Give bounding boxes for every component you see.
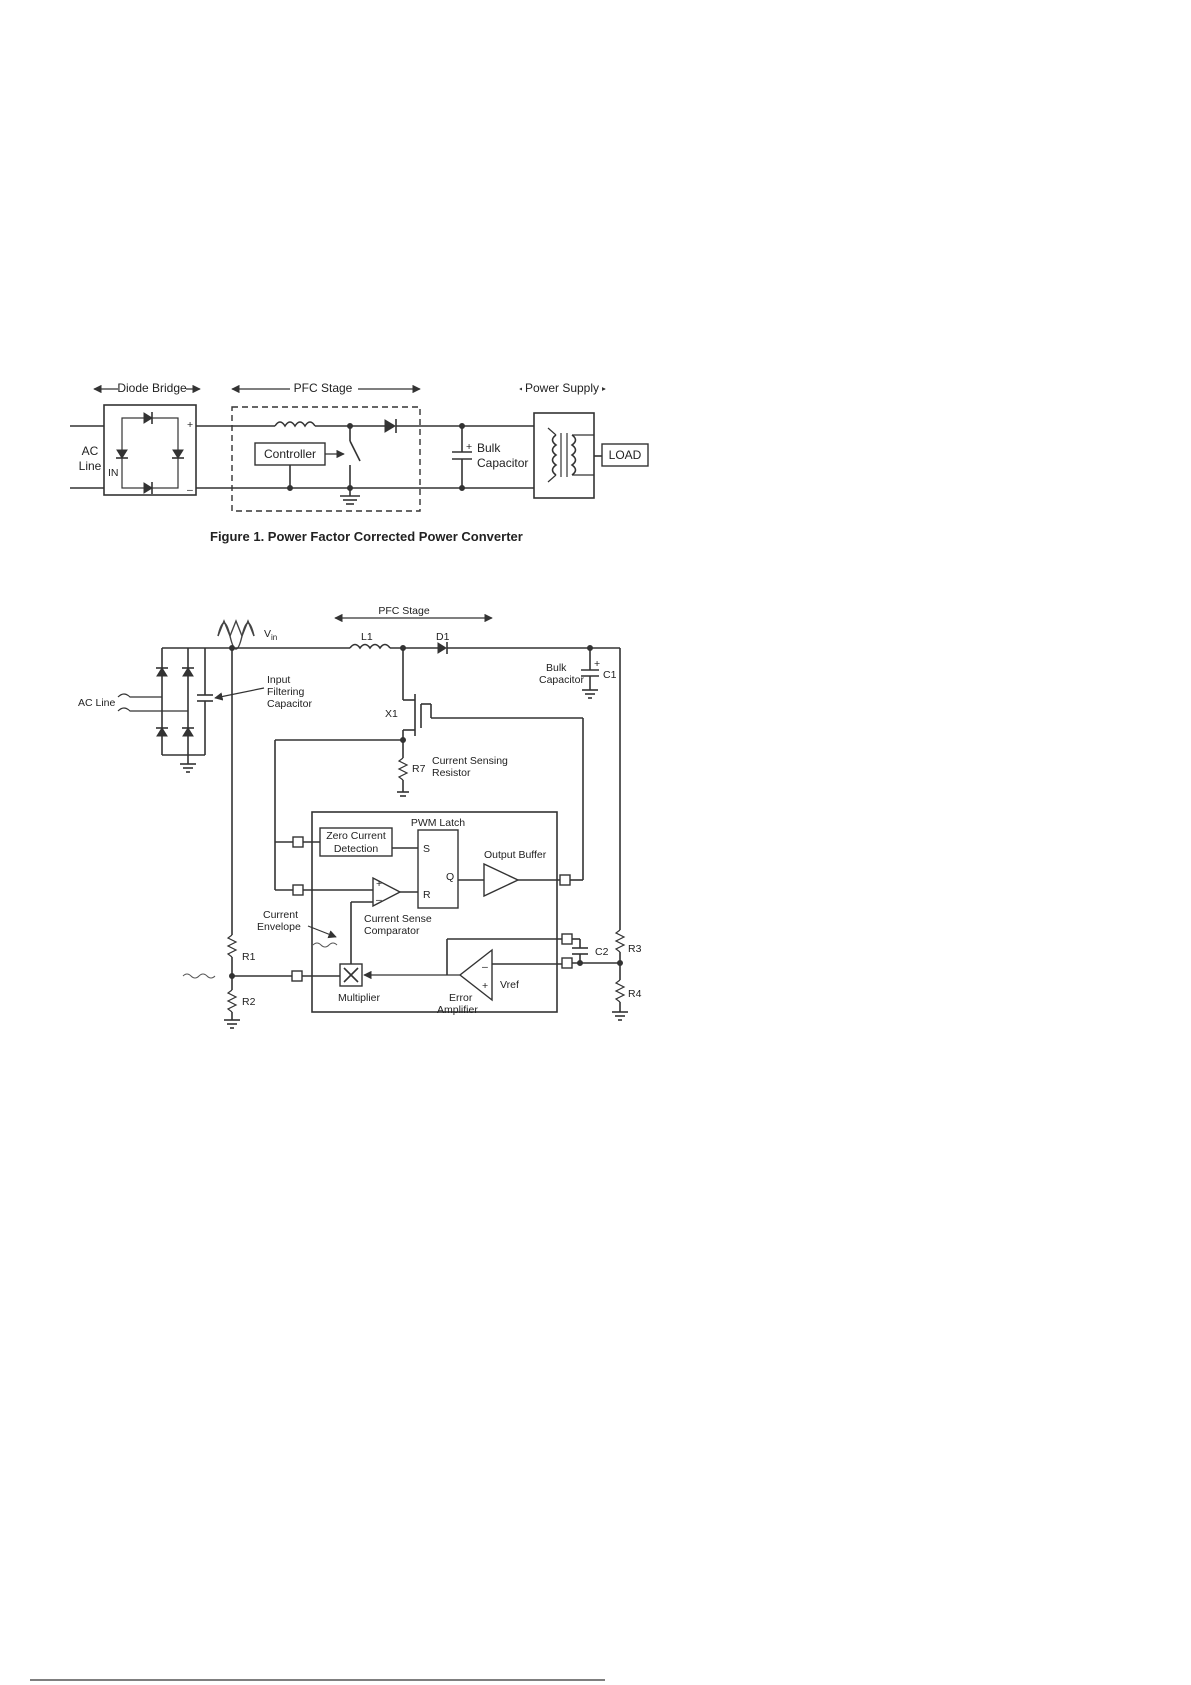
label-controller: Controller	[264, 447, 316, 461]
label-amplifier: Amplifier	[437, 1004, 478, 1016]
label-latch-q: Q	[446, 871, 454, 883]
label-plus: +	[187, 419, 193, 431]
label-zero-current: Zero Current	[326, 830, 386, 842]
pin-cs	[292, 884, 304, 896]
switch	[349, 440, 361, 462]
label-r1: R1	[242, 951, 256, 963]
label-x1: X1	[385, 708, 398, 720]
label-bulk-2: Bulk	[546, 662, 567, 674]
label-c1-plus: +	[594, 658, 600, 670]
label-cmp-plus: +	[376, 878, 382, 890]
diode-bridge-box	[103, 404, 197, 496]
label-r2: R2	[242, 996, 256, 1008]
label-ea-plus: +	[482, 980, 488, 992]
label-r4: R4	[628, 988, 642, 1000]
label-diode-bridge: Diode Bridge	[117, 381, 187, 395]
label-r3: R3	[628, 943, 642, 955]
section-power-supply: Power Supply	[519, 380, 606, 396]
label-pfc-stage: PFC Stage	[294, 381, 353, 395]
label-output-buffer: Output Buffer	[484, 849, 547, 861]
zero-current-detection-block	[319, 827, 393, 857]
label-c2: C2	[595, 946, 609, 958]
pfc-stage-box	[231, 406, 421, 512]
label-ac-line: AC Line	[78, 697, 116, 709]
pfc-diode	[384, 419, 396, 433]
label-capacitor: Capacitor	[477, 456, 528, 470]
label-r7: R7	[412, 763, 426, 775]
resistor-r7	[397, 757, 409, 781]
label-l1: L1	[361, 631, 373, 643]
label-bulk: Bulk	[477, 441, 501, 455]
resistor-r2	[226, 989, 238, 1013]
label-ea-minus: –	[482, 961, 488, 973]
current-sense-comparator	[372, 876, 402, 908]
transformer-box	[533, 412, 595, 499]
label-vref: Vref	[500, 979, 519, 991]
section-pfc-stage: PFC Stage	[231, 380, 421, 396]
label-vin: V	[264, 628, 271, 640]
vin-waveform	[217, 622, 255, 650]
label-current-sensing: Current Sensing	[432, 755, 508, 767]
figure-1: Diode Bridge PFC Stage Power Supply AC L…	[70, 380, 649, 544]
label-envelope: Envelope	[257, 921, 301, 933]
resistor-r4	[614, 979, 626, 1003]
pin-gd	[559, 874, 571, 886]
pin-mult	[291, 970, 303, 982]
label-vin-sub: in	[271, 633, 277, 642]
label-current-sense: Current Sense	[364, 913, 432, 925]
output-buffer	[483, 862, 520, 898]
figure-2: PFC Stage V in L1 D1	[78, 605, 642, 1029]
label-filtering: Filtering	[267, 686, 305, 698]
label-input: Input	[267, 674, 290, 686]
label-load: LOAD	[609, 448, 642, 462]
label-cap-plus: +	[466, 441, 472, 453]
label-error: Error	[449, 992, 473, 1004]
pin-inv	[561, 957, 573, 969]
label-latch-s: S	[423, 843, 430, 855]
figure-1-caption: Figure 1. Power Factor Corrected Power C…	[210, 529, 523, 544]
label-multiplier: Multiplier	[338, 992, 381, 1004]
label-d1: D1	[436, 631, 450, 643]
label-cmp-minus: –	[376, 894, 382, 906]
input-bridge-rectifier	[156, 648, 196, 773]
label-filter-capacitor: Capacitor	[267, 698, 312, 710]
label-pwm-latch: PWM Latch	[411, 817, 465, 829]
figure-2-title: PFC Stage	[378, 605, 430, 617]
inductor	[274, 421, 316, 428]
label-detection: Detection	[334, 843, 379, 855]
pfc-controller-ic	[311, 811, 558, 1013]
label-current: Current	[263, 909, 298, 921]
label-c1: C1	[603, 669, 617, 681]
resistor-r3	[614, 929, 626, 953]
label-minus: –	[187, 484, 193, 496]
label-comparator: Comparator	[364, 925, 420, 937]
load-block	[601, 443, 649, 467]
label-ac: AC	[82, 444, 99, 458]
pin-comp	[561, 933, 573, 945]
label-line: Line	[79, 459, 102, 473]
bridge-diodes	[116, 412, 184, 494]
error-amplifier	[458, 948, 493, 1002]
diode-d1	[437, 642, 447, 654]
label-power-supply: Power Supply	[525, 381, 599, 395]
label-bulk-capacitor-2: Capacitor	[539, 674, 584, 686]
section-diode-bridge: Diode Bridge	[93, 380, 201, 396]
resistor-r1	[226, 934, 238, 958]
label-latch-r: R	[423, 889, 431, 901]
label-resistor: Resistor	[432, 767, 471, 779]
pwm-latch-block	[417, 829, 459, 909]
label-in: IN	[108, 467, 119, 479]
pin-zcd	[292, 836, 304, 848]
inductor-l1	[349, 643, 391, 650]
